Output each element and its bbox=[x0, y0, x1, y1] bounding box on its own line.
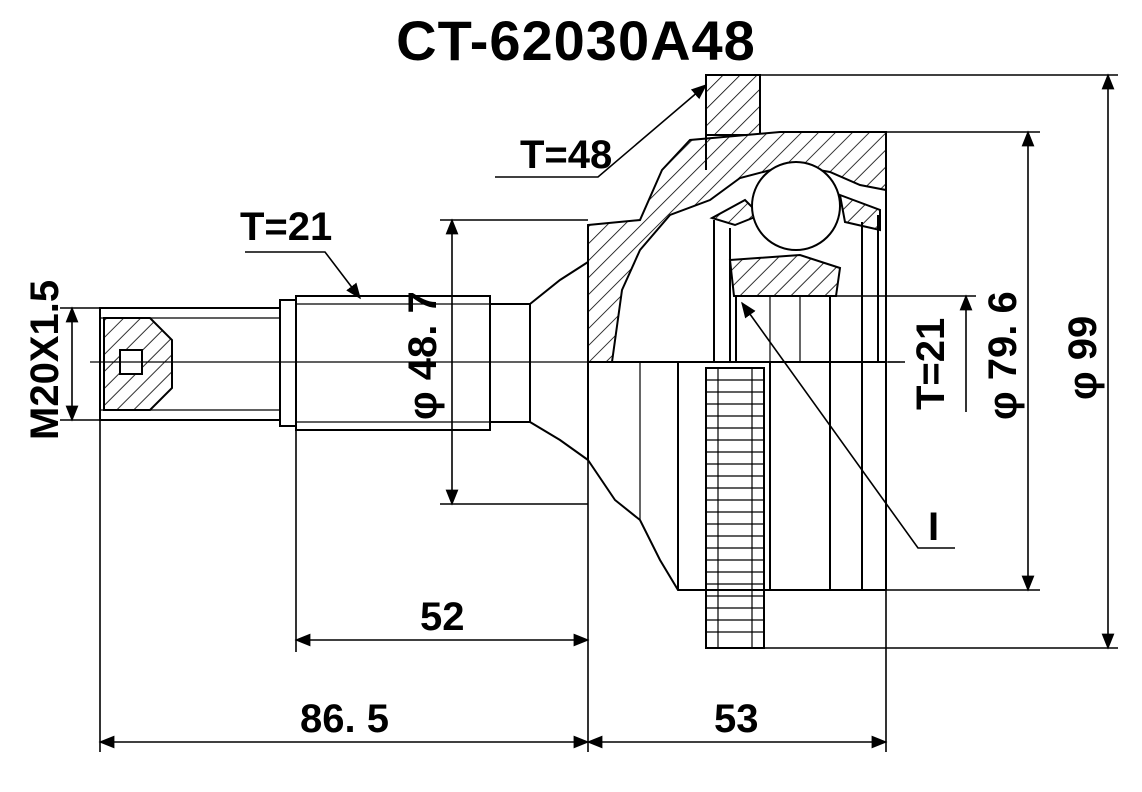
bell-housing bbox=[587, 74, 887, 363]
label-thread: M20X1.5 bbox=[23, 280, 67, 440]
label-len-53: 53 bbox=[714, 697, 759, 741]
label-len-52: 52 bbox=[420, 595, 465, 639]
label-dia-shaft: φ 48. 7 bbox=[401, 291, 445, 420]
label-spline-outer: T=48 bbox=[520, 133, 612, 177]
label-spline-inner: T=21 bbox=[909, 318, 953, 410]
label-spline-shaft: T=21 bbox=[240, 205, 332, 249]
threaded-stub bbox=[99, 307, 281, 421]
part-number-title: CT-62030A48 bbox=[396, 9, 756, 72]
abs-tone-ring bbox=[705, 367, 765, 649]
dimensions bbox=[60, 73, 1118, 752]
label-dia-bell: φ 79. 6 bbox=[981, 291, 1025, 420]
label-dia-abs: φ 99 bbox=[1061, 316, 1105, 400]
label-len-86-5: 86. 5 bbox=[300, 697, 389, 741]
label-pointer: I bbox=[928, 505, 939, 549]
